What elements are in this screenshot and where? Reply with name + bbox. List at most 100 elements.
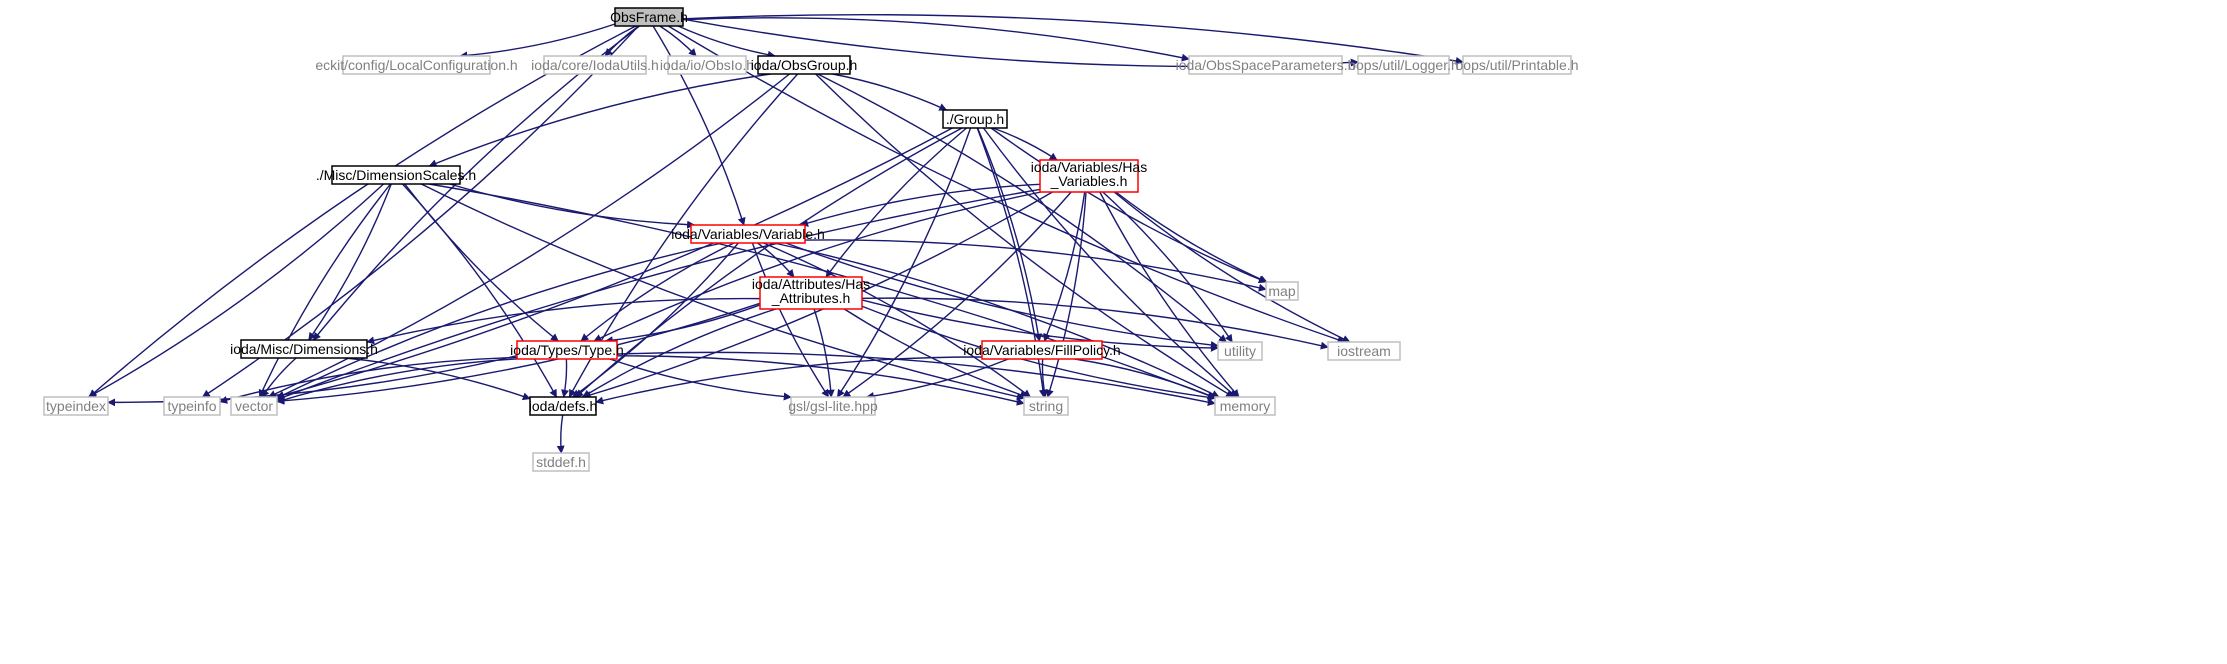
node-string-box [1023,396,1069,416]
node-utility-label: utility [1224,343,1256,359]
edge-variable-to-utility [785,242,1219,349]
node-hasvars[interactable]: ioda/Variables/Has_Variables.h [1031,159,1147,193]
node-type[interactable]: ioda/Types/Type.h [510,340,624,360]
node-typeindex-label: typeindex [46,398,106,414]
node-iodautils: ioda/core/IodaUtils.h [531,55,659,75]
edge-group-to-map [990,127,1267,283]
edge-group-to-vector [275,127,953,399]
node-vector-label: vector [235,398,273,414]
edge-fillpolicy-to-memory [1074,358,1216,399]
node-logger-box [1357,55,1450,75]
edge-hasattrs-to-memory [861,305,1216,402]
node-osp-label: ioda/ObsSpaceParameters.h [1176,57,1356,73]
node-gsl-box [790,396,876,416]
node-obsframe[interactable]: ObsFrame.h [610,7,688,27]
edge-hasvars-to-utility [1102,191,1233,343]
node-fillpolicy-label: ioda/Variables/FillPolicy.h [963,342,1120,358]
edge-dimscales-to-string [421,183,1025,401]
node-variable-box [690,224,806,244]
node-lc: eckit/config/LocalConfiguration.h [315,55,518,75]
edge-obsgroup-to-dimscales [428,73,771,168]
edge-group-to-hasvars [992,127,1058,161]
node-obsgroup[interactable]: ioda/ObsGroup.h [751,55,858,75]
edge-hasattrs-to-string [843,308,1029,399]
node-dimscales-label: ./Misc/DimensionScales.h [316,167,476,183]
node-dimensions[interactable]: ioda/Misc/Dimensions.h [230,339,378,359]
node-logger-label: oops/util/Logger.h [1348,57,1459,73]
node-iostream-label: iostream [1337,343,1391,359]
edge-type-to-memory [616,351,1216,406]
edge-obsframe-to-printable [682,13,1464,65]
edge-dimscales-to-type [404,183,559,342]
node-type-label: ioda/Types/Type.h [510,342,624,358]
edge-hasattrs-to-defs [582,308,777,398]
node-iostream: iostream [1327,341,1401,361]
node-typeinfo: typeinfo [163,396,221,416]
node-gsl-label: gsl/gsl-lite.hpp [788,398,878,414]
node-typeindex-box [43,396,109,416]
node-hasattrs-label: ioda/Attributes/Has [752,276,870,292]
edge-dimensions-to-vector [261,357,297,398]
node-variable-label: ioda/Variables/Variable.h [671,226,825,242]
edge-hasattrs-to-gsl [813,308,835,398]
node-vector: vector [230,396,278,416]
edge-group-to-hasattrs [825,127,967,278]
node-fillpolicy-box [981,340,1103,360]
edge-dimscales-to-variable [449,183,696,229]
edge-variable-to-memory [773,242,1220,398]
node-iodautils-label: ioda/core/IodaUtils.h [531,57,659,73]
node-vector-box [230,396,278,416]
edge-obsgroup-to-utility [817,73,1227,343]
node-obsgroup-box [757,55,851,75]
node-dimensions-box [240,339,368,359]
edge-obsframe-to-variable [652,25,746,226]
node-hasattrs[interactable]: ioda/Attributes/Has_Attributes.h [752,276,870,310]
node-type-box [516,340,618,360]
node-obsframe-box [614,7,684,27]
edge-group-to-memory [982,127,1238,398]
node-map-box [1265,281,1299,301]
node-group-box [942,109,1008,129]
node-typeinfo-box [163,396,221,416]
node-printable-box [1462,55,1572,75]
node-map-label: map [1268,283,1295,299]
edge-group-to-defs [575,127,963,398]
edge-obsframe-to-obsio [659,25,697,57]
edge-fillpolicy-to-defs [595,356,983,405]
node-obsio: ioda/io/ObsIo.h [660,55,754,75]
node-memory-label: memory [1220,398,1271,414]
node-group[interactable]: ./Group.h [942,109,1008,129]
edge-fillpolicy-to-string [1040,358,1048,398]
edge-variable-to-hasattrs [757,242,795,278]
node-fillpolicy[interactable]: ioda/Variables/FillPolicy.h [963,340,1121,360]
node-map: map [1265,281,1299,301]
edge-hasattrs-to-iostream [861,297,1329,350]
node-obsframe-label: ObsFrame.h [610,9,688,25]
node-obsgroup-label: ioda/ObsGroup.h [751,57,858,73]
edge-hasvars-to-vector [276,188,1041,401]
edge-type-to-defs [561,358,569,398]
edge-hasattrs-to-vector [276,302,761,405]
node-printable-label: oops/util/Printable.h [1456,57,1579,73]
node-hasattrs-label: _Attributes.h [771,290,851,306]
edge-hasvars-to-variable [800,183,1041,227]
node-dimscales[interactable]: ./Misc/DimensionScales.h [316,165,476,185]
node-obsio-box [667,55,747,75]
edge-variable-to-defs [572,242,739,398]
node-hasvars-label: ioda/Variables/Has [1031,159,1147,175]
edge-hasvars-to-gsl [842,191,1072,398]
edge-group-to-fillpolicy [976,127,1043,342]
node-defs[interactable]: ioda/defs.h [529,396,598,416]
edge-dimscales-to-typeindex [87,183,385,398]
edge-hasvars-to-memory [1099,191,1240,398]
edge-obsframe-to-osp [682,17,1190,62]
edge-group-to-gsl [836,127,972,398]
node-group-label: ./Group.h [946,111,1004,127]
edge-hasattrs-to-dimensions [366,297,761,345]
node-variable[interactable]: ioda/Variables/Variable.h [671,224,825,244]
node-lc-label: eckit/config/LocalConfiguration.h [315,57,517,73]
node-typeinfo-label: typeinfo [167,398,216,414]
edge-type-to-string [616,355,1025,406]
node-string: string [1023,396,1069,416]
edge-dimscales-to-defs [401,183,558,398]
